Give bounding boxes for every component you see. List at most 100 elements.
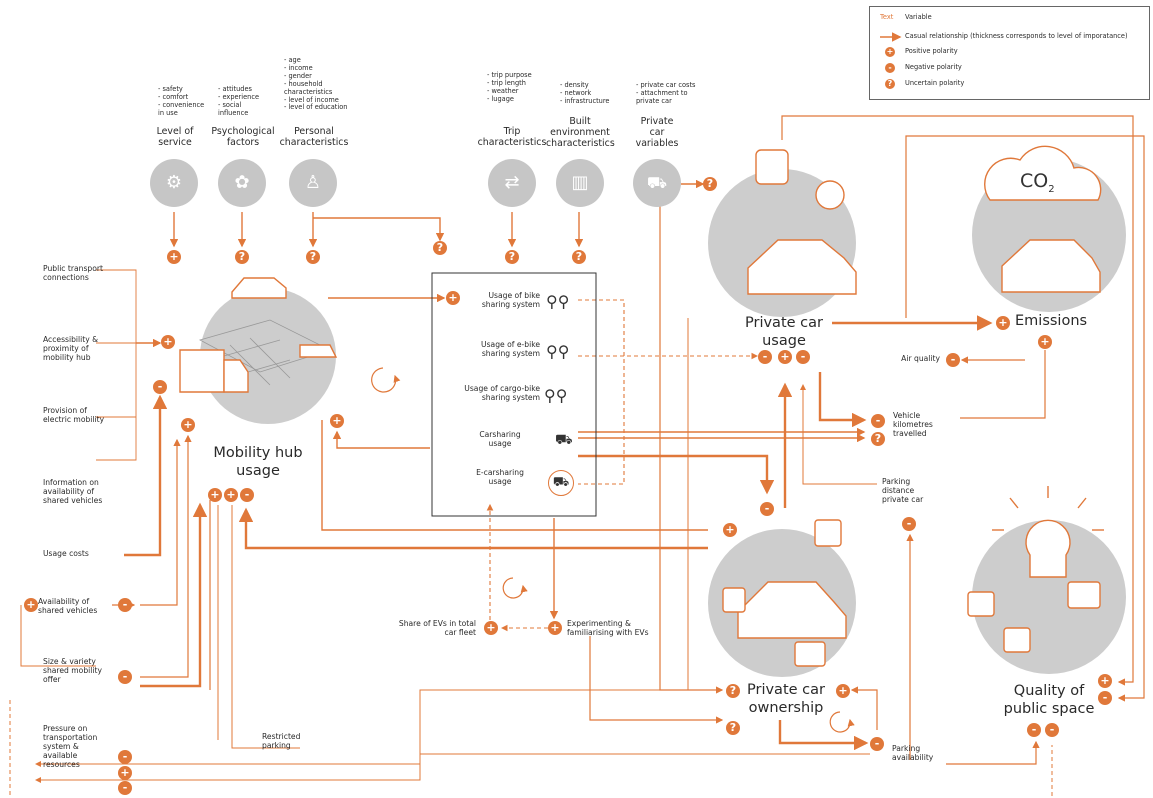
availability-shared-vehicles: Availability of shared vehicles — [38, 597, 98, 615]
bike-sharing-usage: Usage of bike sharing system — [481, 291, 540, 309]
legend-uncertain-icon: ? — [885, 79, 895, 89]
uncertain-polarity-badge: ? — [726, 684, 740, 698]
positive-polarity-badge: + — [723, 523, 737, 537]
positive-polarity-badge: + — [24, 598, 38, 612]
negative-polarity-badge: - — [760, 502, 774, 516]
accessibility-proximity-hub: Accessibility & proximity of mobility hu… — [43, 335, 99, 362]
private-car-variables-title: Private car variables — [635, 116, 679, 150]
positive-polarity-badge: + — [446, 291, 460, 305]
legend-text-key: Text — [880, 13, 894, 21]
negative-polarity-badge: - — [1098, 691, 1112, 705]
negative-polarity-badge: - — [758, 350, 772, 364]
negative-polarity-badge: - — [240, 488, 254, 502]
co2-text: CO — [1020, 170, 1049, 192]
negative-polarity-badge: - — [118, 781, 132, 795]
co2-label: CO2 — [1020, 170, 1055, 196]
parking-distance-private-car: Parking distance private car — [882, 477, 924, 504]
positive-polarity-badge: + — [181, 418, 195, 432]
mobility-hub-usage-label: Mobility hub usage — [213, 445, 303, 480]
arrows-exchange-icon: ⇄ — [504, 172, 520, 193]
uncertain-polarity-badge: ? — [703, 177, 717, 191]
vehicle-kilometres-travelled: Vehicle kilometres travelled — [893, 411, 933, 438]
uncertain-polarity-badge: ? — [871, 432, 885, 446]
positive-polarity-badge: + — [161, 335, 175, 349]
provision-electric-mobility: Provision of electric mobility — [43, 406, 105, 424]
uncertain-polarity-badge: ? — [726, 721, 740, 735]
private-car-variables-items: - private car costs - attachment to priv… — [636, 81, 696, 105]
co2-subscript: 2 — [1048, 183, 1055, 195]
experimenting-familiarising-evs: Experimenting & familiarising with EVs — [567, 619, 649, 637]
legend-negative-icon: - — [885, 63, 895, 73]
uncertain-polarity-badge: ? — [433, 241, 447, 255]
positive-polarity-badge: + — [330, 414, 344, 428]
level-of-service-items: - safety - comfort - convenience in use — [158, 85, 205, 117]
negative-polarity-badge: - — [1027, 723, 1041, 737]
public-transport-connections: Public transport connections — [43, 264, 103, 282]
uncertain-polarity-badge: ? — [572, 250, 586, 264]
size-variety-offer: Size & variety shared mobility offer — [43, 657, 102, 684]
emissions-label: Emissions — [1015, 313, 1088, 329]
ebike-sharing-usage: Usage of e-bike sharing system — [481, 340, 540, 358]
positive-polarity-badge: + — [778, 350, 792, 364]
negative-polarity-badge: - — [1045, 723, 1059, 737]
psychological-items: - attitudes - experience - social influe… — [218, 85, 260, 117]
uncertain-polarity-badge: ? — [505, 250, 519, 264]
personal-title: Personal characteristics — [279, 126, 349, 149]
built-items: - density - network - infrastructure — [560, 81, 610, 105]
legend-positive-icon: + — [885, 47, 895, 57]
person-icon: ♙ — [304, 172, 322, 193]
legend-text-label: Variable — [905, 13, 932, 21]
carsharing-usage: Carsharing usage — [479, 430, 521, 448]
brain-icon: ✿ — [234, 172, 250, 193]
ev-car-icon: ⛟ — [548, 470, 574, 496]
car-icon: ⛟ — [646, 173, 668, 192]
ecarsharing-usage: E-carsharing usage — [476, 468, 524, 486]
wrench-icon: ⚙ — [165, 172, 183, 193]
level-of-service-title: Level of service — [156, 126, 194, 149]
negative-polarity-badge: - — [118, 750, 132, 764]
buildings-icon: ▥ — [571, 172, 589, 193]
uncertain-polarity-badge: ? — [306, 250, 320, 264]
negative-polarity-badge: - — [796, 350, 810, 364]
negative-polarity-badge: - — [871, 414, 885, 428]
positive-polarity-badge: + — [208, 488, 222, 502]
positive-polarity-badge: + — [118, 766, 132, 780]
parking-availability: Parking availability — [892, 744, 934, 762]
positive-polarity-badge: + — [1098, 674, 1112, 688]
negative-polarity-badge: - — [902, 517, 916, 531]
trip-title: Trip characteristics — [477, 126, 547, 149]
legend — [869, 6, 1150, 100]
quality-public-space-label: Quality of public space — [1003, 683, 1095, 718]
private-car-ownership-label: Private car ownership — [747, 682, 825, 717]
cargo-bike-sharing-usage: Usage of cargo-bike sharing system — [464, 384, 540, 402]
negative-polarity-badge: - — [153, 380, 167, 394]
negative-polarity-badge: - — [118, 598, 132, 612]
negative-polarity-badge: - — [946, 353, 960, 367]
ebike-icon: ⚲⚲ — [546, 342, 570, 361]
share-evs-car-fleet: Share of EVs in total car fleet — [398, 619, 476, 637]
legend-arrow-label: Casual relationship (thickness correspon… — [905, 32, 1128, 40]
positive-polarity-badge: + — [996, 316, 1010, 330]
restricted-parking: Restricted parking — [262, 732, 301, 750]
trip-items: - trip purpose - trip length - weather -… — [487, 71, 532, 103]
legend-negative-label: Negative polarity — [905, 63, 962, 71]
information-availability: Information on availability of shared ve… — [43, 478, 103, 505]
built-title: Built environment characteristics — [546, 116, 615, 150]
uncertain-polarity-badge: ? — [235, 250, 249, 264]
pressure-transportation-system: Pressure on transportation system & avai… — [43, 724, 98, 769]
legend-uncertain-label: Uncertain polarity — [905, 79, 965, 87]
air-quality: Air quality — [901, 354, 940, 363]
private-car-usage-label: Private car usage — [745, 315, 823, 350]
positive-polarity-badge: + — [836, 684, 850, 698]
positive-polarity-badge: + — [548, 621, 562, 635]
positive-polarity-badge: + — [224, 488, 238, 502]
negative-polarity-badge: - — [118, 670, 132, 684]
positive-polarity-badge: + — [484, 621, 498, 635]
positive-polarity-badge: + — [167, 250, 181, 264]
usage-costs: Usage costs — [43, 549, 89, 558]
negative-polarity-badge: - — [870, 737, 884, 751]
car-icon: ⛟ — [555, 432, 573, 448]
cargo-bike-icon: ⚲⚲ — [544, 386, 568, 405]
